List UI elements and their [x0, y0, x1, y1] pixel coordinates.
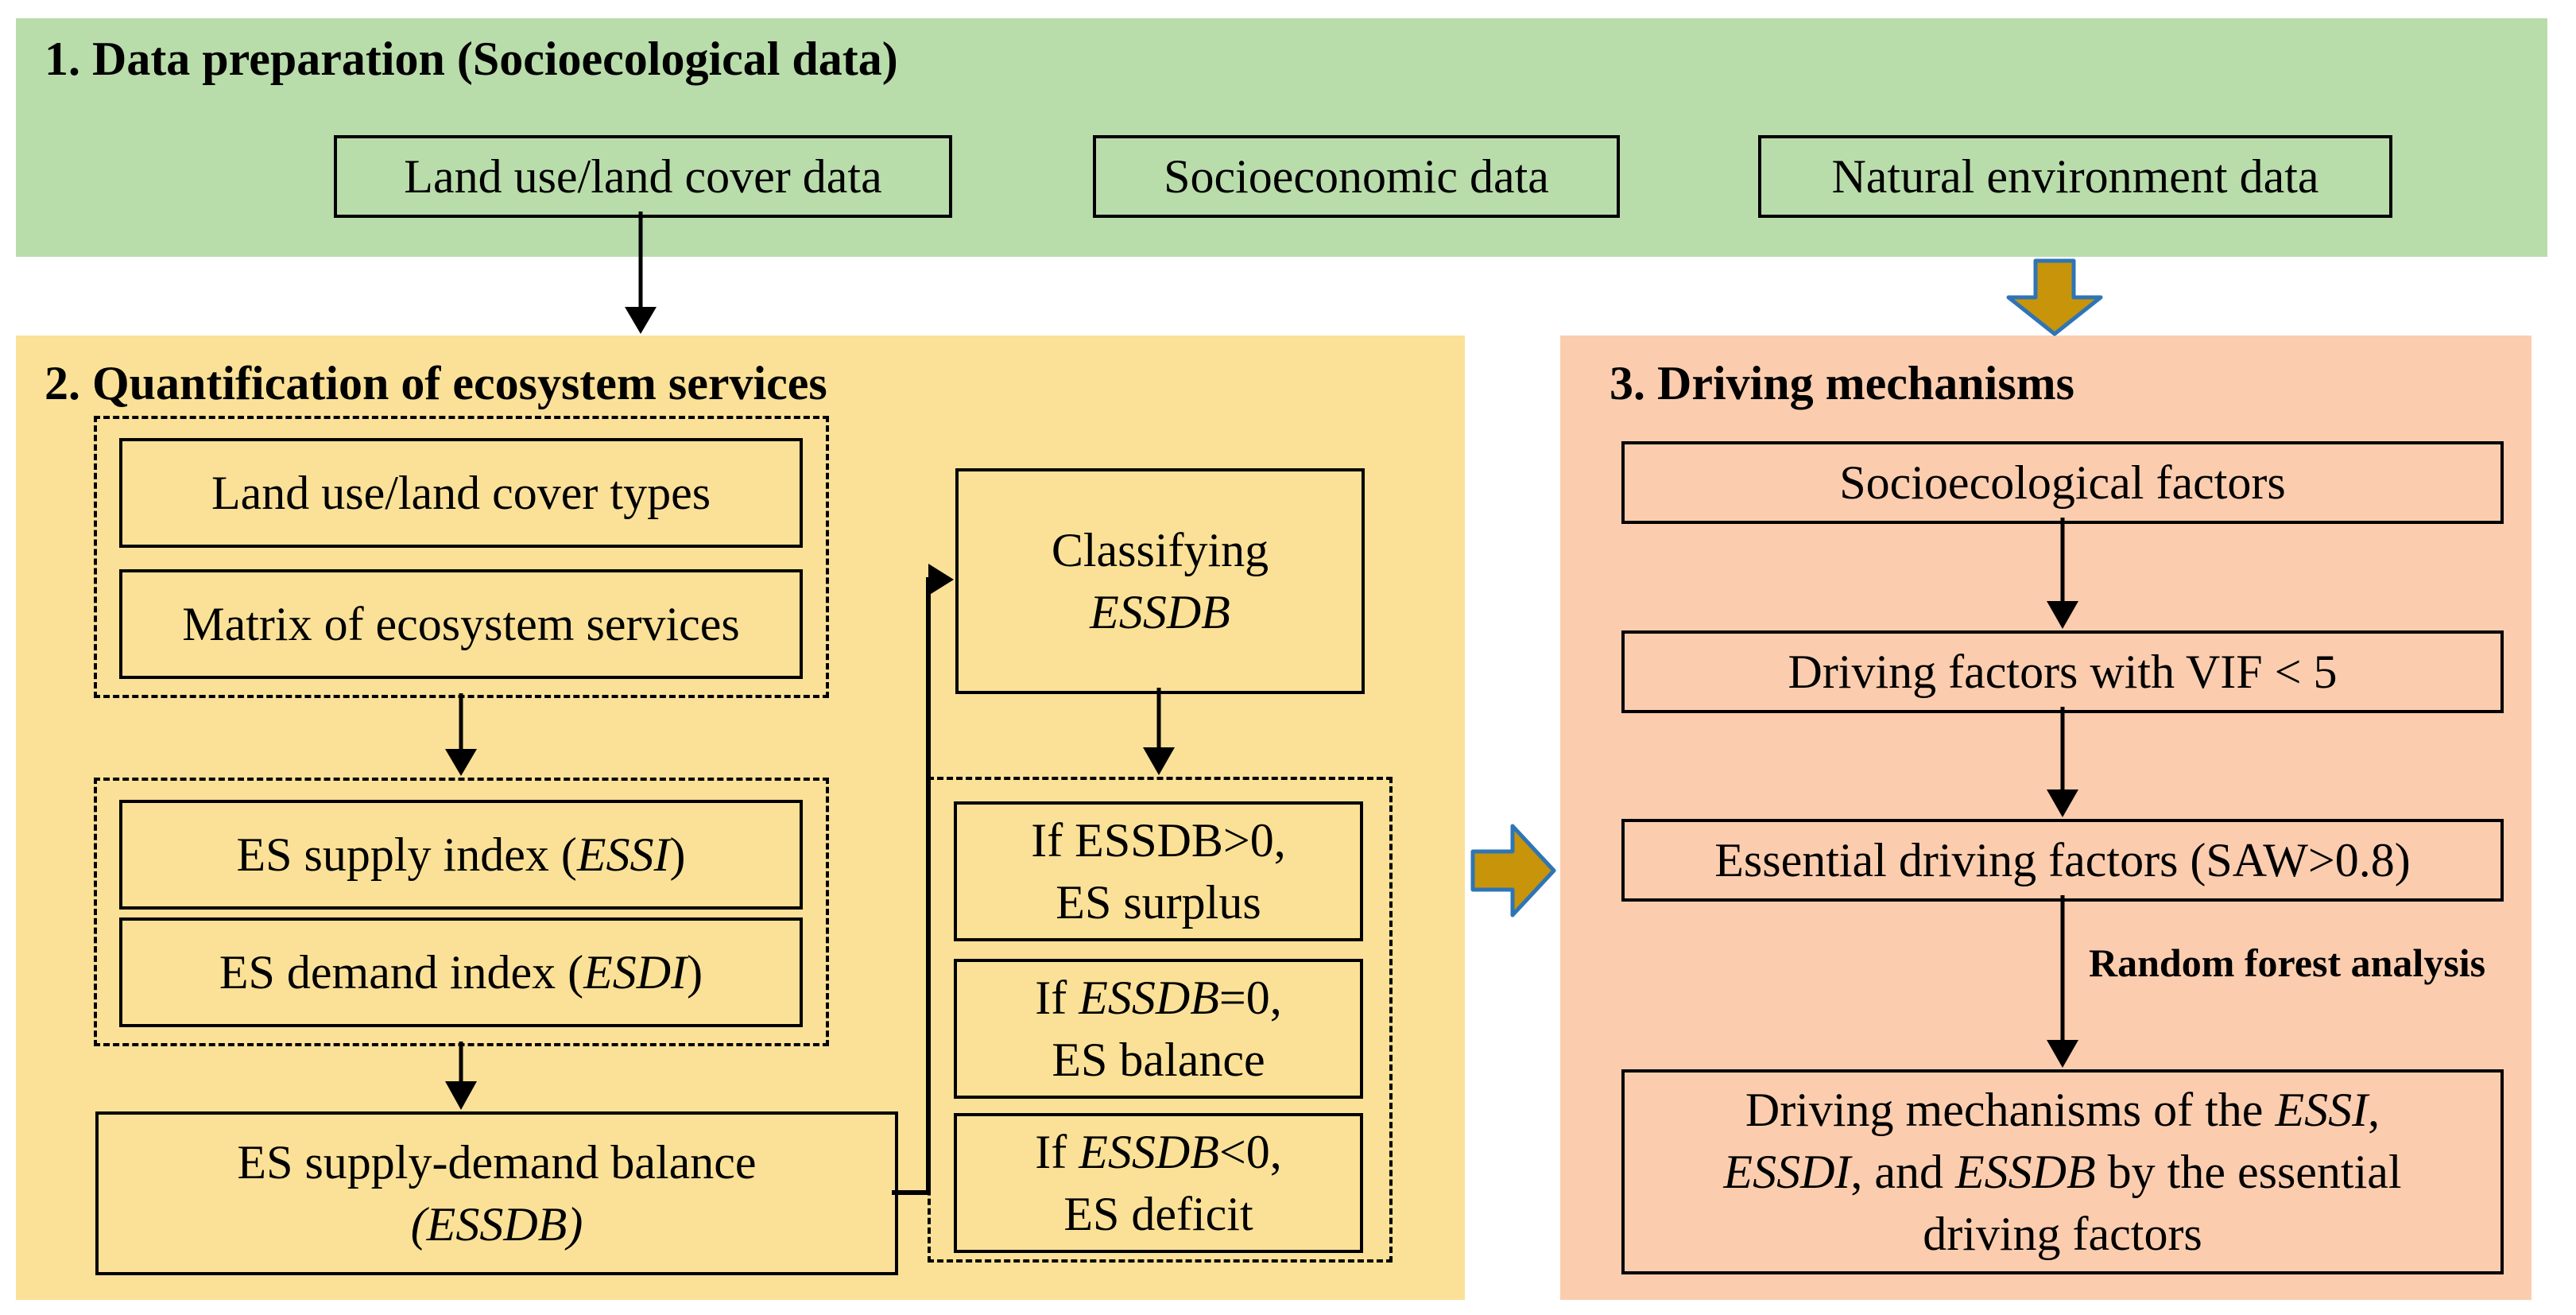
label-random-forest-analysis: Random forest analysis: [2089, 941, 2486, 985]
box-essential-driving-factors: Essential driving factors (SAW>0.8): [1621, 819, 2504, 902]
box-label: Essential driving factors (SAW>0.8): [1714, 834, 2411, 886]
box-es-supply-index: ES supply index (ESSI): [119, 800, 803, 910]
section-title-data-preparation: 1. Data preparation (Socioecological dat…: [45, 33, 898, 85]
box-matrix-of-ecosystem-services: Matrix of ecosystem services: [119, 569, 803, 679]
box-socioecological-factors: Socioecological factors: [1621, 441, 2504, 524]
box-label: Matrix of ecosystem services: [182, 598, 740, 650]
box-label: Land use/land cover data: [404, 150, 882, 203]
box-label: If ESSDB>0,ES surplus: [1031, 814, 1286, 929]
box-if-essdb-positive: If ESSDB>0,ES surplus: [954, 801, 1363, 941]
box-es-demand-index: ES demand index (ESDI): [119, 917, 803, 1027]
box-label: If ESSDB<0,ES deficit: [1035, 1126, 1282, 1240]
section-title-driving-mechanisms: 3. Driving mechanisms: [1610, 357, 2074, 409]
box-driving-factors-vif: Driving factors with VIF < 5: [1621, 630, 2504, 713]
box-label: ES demand index (ESDI): [219, 946, 703, 999]
box-label: Driving factors with VIF < 5: [1788, 646, 2338, 698]
box-label: ES supply index (ESSI): [236, 828, 686, 881]
box-if-essdb-negative: If ESSDB<0,ES deficit: [954, 1113, 1363, 1253]
box-es-supply-demand-balance: ES supply-demand balance(ESSDB): [95, 1111, 898, 1275]
box-driving-mechanisms-result: Driving mechanisms of the ESSI,ESSDI, an…: [1621, 1069, 2504, 1274]
box-label: ES supply-demand balance(ESSDB): [237, 1136, 757, 1251]
box-label: Socioeconomic data: [1164, 150, 1549, 203]
gold-down-arrow-icon: [2006, 258, 2103, 336]
section-title-quantification: 2. Quantification of ecosystem services: [45, 357, 827, 409]
box-land-use-land-cover-types: Land use/land cover types: [119, 438, 803, 548]
box-label: Driving mechanisms of the ESSI,ESSDI, an…: [1723, 1084, 2402, 1260]
box-label: Natural environment data: [1831, 150, 2319, 203]
box-label: Socioecological factors: [1839, 456, 2286, 509]
box-natural-environment-data: Natural environment data: [1758, 135, 2392, 218]
gold-right-arrow-icon: [1470, 824, 1556, 917]
section-quantification: [16, 336, 1465, 1300]
box-land-use-land-cover-data: Land use/land cover data: [334, 135, 952, 218]
box-socioeconomic-data: Socioeconomic data: [1093, 135, 1620, 218]
box-label: Land use/land cover types: [211, 467, 711, 519]
box-if-essdb-zero: If ESSDB=0,ES balance: [954, 959, 1363, 1099]
box-label: If ESSDB=0,ES balance: [1035, 972, 1282, 1086]
section-driving-mechanisms: [1560, 336, 2531, 1300]
